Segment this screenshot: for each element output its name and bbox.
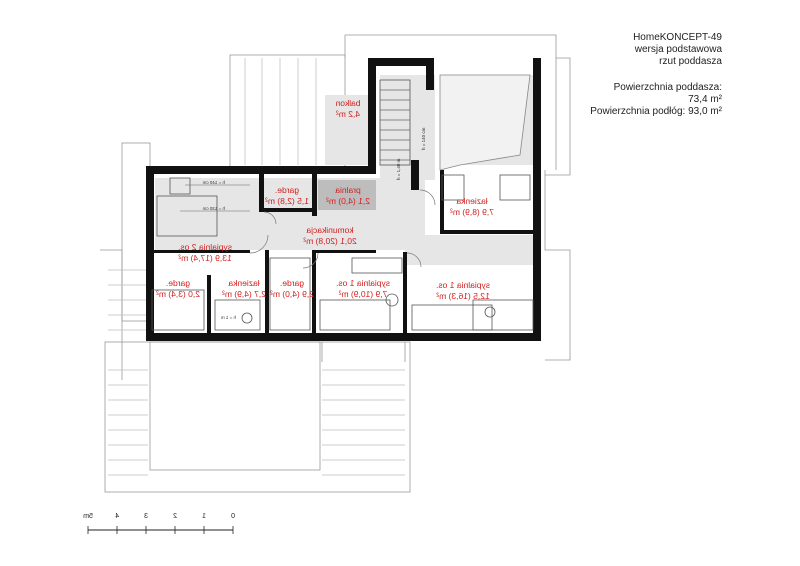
room-name: sypialnia 2 os. — [178, 242, 232, 252]
scale-label: 1 — [202, 513, 206, 520]
project-name: HomeKONCEPT-49 — [633, 32, 722, 43]
room-area: 13,9 (17,4) m² — [178, 253, 232, 263]
room-name: komunikacja — [306, 225, 354, 235]
project-version: wersja podstawowa — [634, 44, 722, 55]
room-name: garde. — [166, 278, 190, 288]
room-area: 7,9 (8,9) m² — [450, 207, 494, 217]
terrace-hatch — [108, 58, 405, 476]
void-area — [439, 74, 531, 171]
room-name: garde. — [280, 278, 304, 288]
scale-label: 0 — [231, 513, 235, 520]
furniture — [151, 79, 534, 331]
dim-note: h = 140 cm — [202, 180, 225, 185]
room-area: 2,0 (3,4) m² — [156, 289, 200, 299]
room-area: 2,7 (4,9) m² — [222, 289, 266, 299]
scale-label: 3 — [144, 513, 148, 520]
area-summary: Powierzchnia poddasza: 73,4 m² Powierzch… — [590, 82, 722, 118]
attic-area-value: 73,4 m² — [688, 94, 722, 105]
dim-note: h = 1 m — [221, 315, 236, 320]
laundry-fill — [318, 180, 376, 210]
room-name: pralnia — [335, 185, 361, 195]
room-area: 2,9 (4,0) m² — [270, 289, 314, 299]
room-area: 20,1 (20,8) m² — [303, 236, 357, 246]
walls — [146, 58, 541, 341]
room-area: 2,1 (4,0) m² — [326, 196, 370, 206]
room-name: łazienka — [456, 196, 487, 206]
attic-area-label: Powierzchnia poddasza: — [613, 82, 722, 93]
door-swings — [249, 189, 436, 269]
title-block: HomeKONCEPT-49 wersja podstawowa rzut po… — [633, 32, 722, 68]
scale-label: 5m — [83, 513, 93, 520]
dim-note: h = 1,40 m — [396, 158, 401, 180]
room-area: 1,5 (2,8) m² — [265, 196, 309, 206]
room-name: sypialnia 1 os. — [336, 278, 390, 288]
room-name: łazienka — [228, 278, 259, 288]
scale-bar: 0 1 2 3 4 5m — [83, 513, 235, 534]
room-area: 12,5 (16,3) m² — [436, 291, 490, 301]
view-name: rzut poddasza — [659, 56, 722, 67]
dimension-notes: h = 140 cm h = 130 cm h = 140 cm h = 1,4… — [180, 127, 426, 320]
scale-label: 4 — [115, 513, 119, 520]
room-area: 7,9 (10,9) m² — [339, 289, 388, 299]
room-name: garde. — [275, 185, 299, 195]
dim-note: h = 140 cm — [421, 127, 426, 150]
floor-area: Powierzchnia podłóg: 93,0 m² — [590, 106, 722, 117]
room-name: balkon — [335, 98, 360, 108]
scale-label: 2 — [173, 513, 177, 520]
room-area: 4,2 m² — [336, 109, 360, 119]
dim-note: h = 130 cm — [202, 206, 225, 211]
roof-outline — [100, 34, 571, 493]
room-name: sypialnia 1 os. — [436, 280, 490, 290]
staircase — [380, 89, 410, 161]
